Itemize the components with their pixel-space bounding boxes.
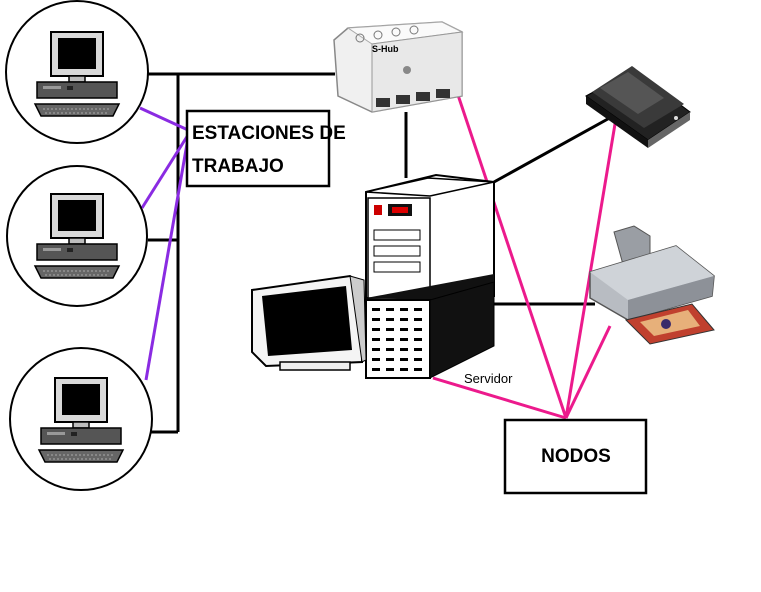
printer-icon (589, 225, 715, 345)
crt-monitor-icon (251, 274, 367, 371)
workstations-label-line2: TRABAJO (192, 156, 284, 177)
workstation-2 (6, 165, 148, 307)
workstation-1 (5, 0, 149, 144)
server-label: Servidor (464, 371, 513, 386)
link-hub-nodes (455, 91, 568, 419)
nodes-label: NODOS (541, 446, 611, 467)
hub-label: S-Hub (372, 44, 399, 54)
link-server-nodes (432, 376, 567, 420)
link-scanner-nodes (564, 117, 618, 419)
link-pc2-label (140, 134, 190, 209)
workstation-3 (9, 347, 153, 491)
link-server-scanner (493, 113, 616, 184)
connections (139, 72, 618, 434)
network-hub-icon: S-Hub (333, 21, 464, 113)
link-pc1-label (139, 106, 189, 132)
workstations-label-line1: ESTACIONES DE (192, 123, 346, 144)
scanner-icon (585, 66, 691, 148)
link-pc3-label (144, 137, 190, 381)
workstations-label-box: ESTACIONES DE TRABAJO (185, 109, 346, 188)
nodes-label-box: NODOS (503, 418, 648, 495)
link-printer-nodes (564, 325, 612, 419)
server-tower-icon (365, 173, 495, 379)
